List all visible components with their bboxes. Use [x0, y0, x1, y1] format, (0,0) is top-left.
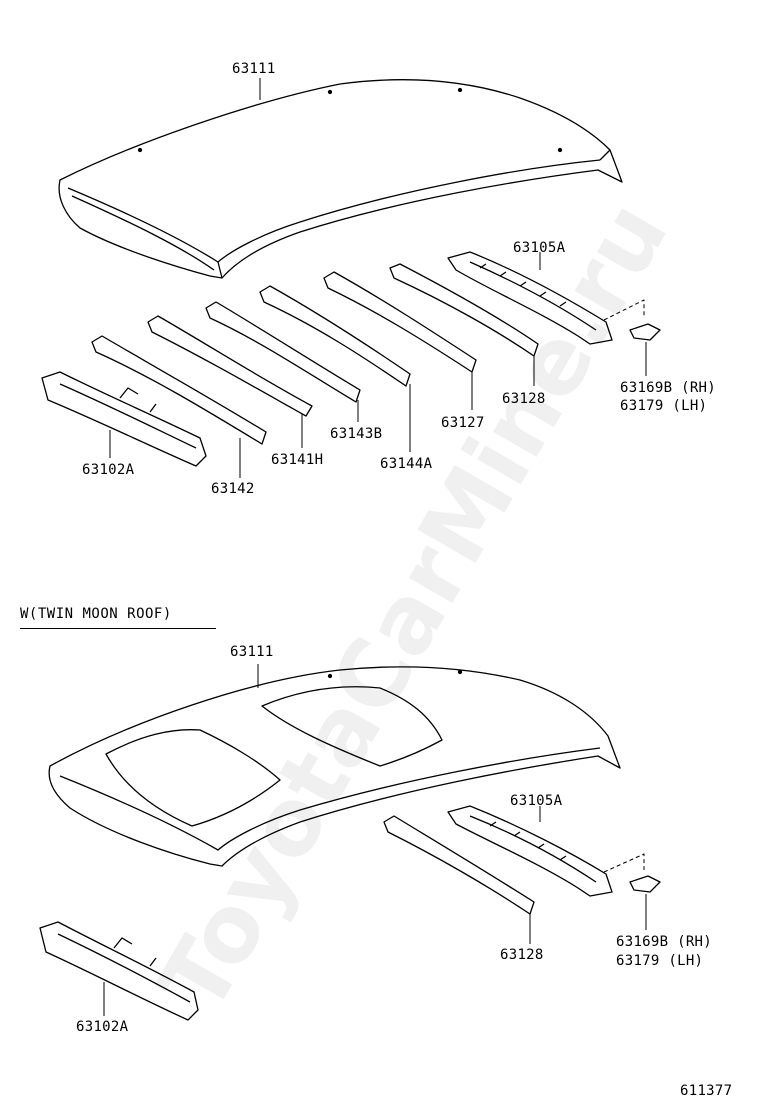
roof-panel-top: [58, 78, 623, 279]
label-bow-1-top[interactable]: 63142: [211, 481, 255, 497]
label-rear-header-top[interactable]: 63105A: [513, 240, 566, 256]
roof-bows-top: [91, 263, 539, 445]
label-front-header-bottom[interactable]: 63102A: [76, 1019, 129, 1035]
label-roof-panel-top[interactable]: 63111: [232, 61, 276, 77]
label-bow-bottom[interactable]: 63128: [500, 947, 544, 963]
label-roof-panel-bottom[interactable]: 63111: [230, 644, 274, 660]
variant-heading: W(TWIN MOON ROOF): [20, 606, 216, 629]
label-gusset-rh-bottom[interactable]: 63169B (RH): [616, 934, 713, 950]
label-rear-header-bottom[interactable]: 63105A: [510, 793, 563, 809]
front-header-bottom: [39, 921, 199, 1021]
label-gusset-lh-top[interactable]: 63179 (LH): [620, 398, 708, 414]
roof-panel-bottom: [48, 666, 621, 867]
label-gusset-lh-bottom[interactable]: 63179 (LH): [616, 953, 704, 969]
diagram-code: 611377: [680, 1083, 733, 1099]
label-bow-5-top[interactable]: 63127: [441, 415, 485, 431]
label-bow-2-top[interactable]: 63141H: [271, 452, 324, 468]
gusset-bottom: [629, 875, 661, 893]
dash-gusset-top: [603, 299, 645, 321]
label-front-header-top[interactable]: 63102A: [82, 462, 135, 478]
rear-header-top: [447, 251, 613, 345]
gusset-top: [629, 323, 661, 341]
front-header-top: [41, 371, 207, 467]
label-bow-4-top[interactable]: 63144A: [380, 456, 433, 472]
rear-header-bottom: [447, 805, 613, 897]
label-gusset-rh-top[interactable]: 63169B (RH): [620, 380, 717, 396]
label-bow-3-top[interactable]: 63143B: [330, 426, 383, 442]
label-bow-6-top[interactable]: 63128: [502, 391, 546, 407]
roof-bow-bottom: [383, 815, 535, 915]
